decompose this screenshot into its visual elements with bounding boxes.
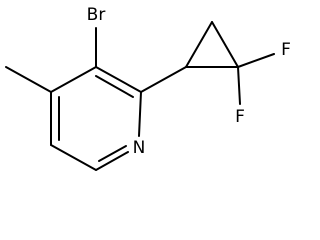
bond-cp2-cp3: [211, 21, 239, 68]
atom-label-bromine: Br: [87, 5, 106, 25]
bond-c2-c3-double: [95, 75, 134, 98]
bond-c2-cp1: [140, 66, 187, 93]
bond-c6-n: [95, 151, 129, 171]
atom-label-fluorine-2: F: [235, 107, 245, 127]
bond-c3-c4: [50, 66, 97, 93]
bond-cp3-f1: [237, 53, 275, 68]
bond-n-c2: [138, 91, 142, 137]
bond-c2-c3: [95, 66, 142, 93]
bond-c5-c6: [50, 144, 97, 171]
molecule-structure: Br N F F: [5, 5, 291, 171]
molecule-canvas: Br N F F: [5, 5, 291, 171]
bond-cp3-f2: [237, 66, 241, 105]
bond-c6-n-double: [98, 145, 127, 162]
bond-c4-methyl: [5, 66, 52, 93]
atom-label-fluorine-1: F: [281, 40, 291, 60]
bond-cp1-cp2: [185, 21, 213, 68]
atom-label-nitrogen: N: [133, 138, 146, 158]
